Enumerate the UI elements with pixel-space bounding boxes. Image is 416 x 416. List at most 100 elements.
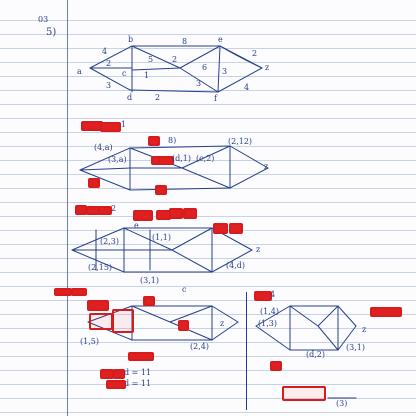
ruled-line [0, 300, 416, 301]
redaction-box [100, 122, 121, 132]
edge-weight: 1 [144, 71, 150, 80]
ruled-line [0, 286, 416, 287]
redaction-box [155, 185, 167, 195]
redaction-box [128, 352, 154, 361]
redaction-box [282, 386, 326, 401]
redaction-box [229, 223, 243, 234]
node-annotation: (1,3) [258, 319, 277, 328]
final-answer: (3) [336, 399, 348, 408]
node-annotation: (4,a) [94, 143, 113, 152]
ruled-line [0, 342, 416, 343]
ruled-line [0, 216, 416, 217]
node-annotation: (4,d) [226, 261, 245, 270]
ruled-line [0, 202, 416, 203]
redaction-box [106, 380, 126, 389]
step-label: 1 [121, 120, 127, 129]
edge-weight: 3 [222, 67, 228, 76]
redaction-box [112, 309, 134, 333]
redaction-box [98, 206, 112, 215]
edge-weight: 8 [182, 37, 188, 46]
graph-1 [89, 45, 263, 93]
result-line: d = 11 [124, 368, 152, 377]
node-annotation: (2,3) [100, 237, 119, 246]
margin-line [67, 0, 68, 416]
redaction-box [54, 288, 72, 296]
redaction-box [169, 208, 183, 219]
redaction-box [143, 296, 155, 306]
ruled-line [0, 118, 416, 119]
edge-weight: 2 [172, 55, 178, 64]
redaction-box [178, 320, 189, 331]
ruled-line [0, 160, 416, 161]
edge-weight: 4 [244, 83, 250, 92]
edge-weight: 3 [106, 81, 112, 90]
ruled-line [0, 90, 416, 91]
node-label: c [122, 69, 127, 78]
redaction-box [183, 208, 197, 219]
step-label: 4 [270, 290, 276, 299]
node-label: a [77, 67, 82, 76]
ruled-line [0, 356, 416, 357]
node-annotation: (2,12) [228, 137, 253, 146]
redaction-box [71, 288, 87, 296]
node-annotation: (3,a) [108, 155, 127, 164]
node-annotation: z [256, 245, 261, 254]
edge-weight: 4 [102, 47, 108, 56]
ruled-line [0, 48, 416, 49]
ruled-line [0, 34, 416, 35]
edge-weight: 6 [202, 63, 208, 72]
node-annotation: (c,2) [196, 154, 215, 163]
node-annotation: e [134, 221, 139, 230]
graph-5 [255, 305, 357, 351]
ruled-line [0, 328, 416, 329]
ruled-line [0, 132, 416, 133]
result-line: d = 11 [124, 379, 152, 388]
ruled-line [0, 104, 416, 105]
edge-weight: 2 [106, 59, 112, 68]
redaction-box [87, 300, 109, 311]
node-label: e [218, 35, 223, 44]
edge-weight: 2 [252, 49, 258, 58]
node-annotation: (1,4) [260, 307, 279, 316]
ruled-line [0, 174, 416, 175]
redaction-box [88, 178, 100, 188]
edge-weight: 3 [196, 79, 202, 88]
node-annotation: (3,1) [140, 276, 159, 285]
node-annotation: (1,5) [80, 337, 99, 346]
ruled-line [0, 258, 416, 259]
redaction-box [213, 223, 228, 234]
node-annotation: (2,15) [88, 263, 113, 272]
node-annotation: z [362, 325, 367, 334]
redaction-box [148, 136, 160, 146]
edge-weight: 5 [148, 55, 154, 64]
redaction-box [133, 210, 153, 221]
redaction-box [100, 369, 114, 379]
ruled-line [0, 398, 416, 399]
ruled-line [0, 370, 416, 371]
node-annotation: (d,1) [172, 154, 191, 163]
step-label: 2 [111, 204, 117, 213]
redaction-box [254, 291, 272, 301]
node-label: z [265, 63, 270, 72]
ruled-line [0, 20, 416, 21]
node-annotation: 8) [168, 136, 177, 145]
node-annotation: (d,2) [306, 350, 325, 359]
node-annotation: z [220, 319, 225, 328]
node-label: b [128, 35, 134, 44]
node-annotation: (2,4) [190, 342, 209, 351]
node-annotation: (1,1) [152, 233, 171, 242]
redaction-box [270, 361, 282, 371]
node-label: f [214, 94, 217, 103]
graph-4 [87, 305, 239, 341]
redaction-box [370, 307, 402, 317]
header-mark: 03 [38, 15, 49, 24]
question-number: 5) [46, 27, 57, 38]
ruled-line [0, 412, 416, 413]
redaction-box [113, 369, 125, 379]
ruled-line [0, 76, 416, 77]
node-annotation: (3,1) [346, 343, 365, 352]
ruled-line [0, 62, 416, 63]
redaction-box [158, 156, 174, 165]
